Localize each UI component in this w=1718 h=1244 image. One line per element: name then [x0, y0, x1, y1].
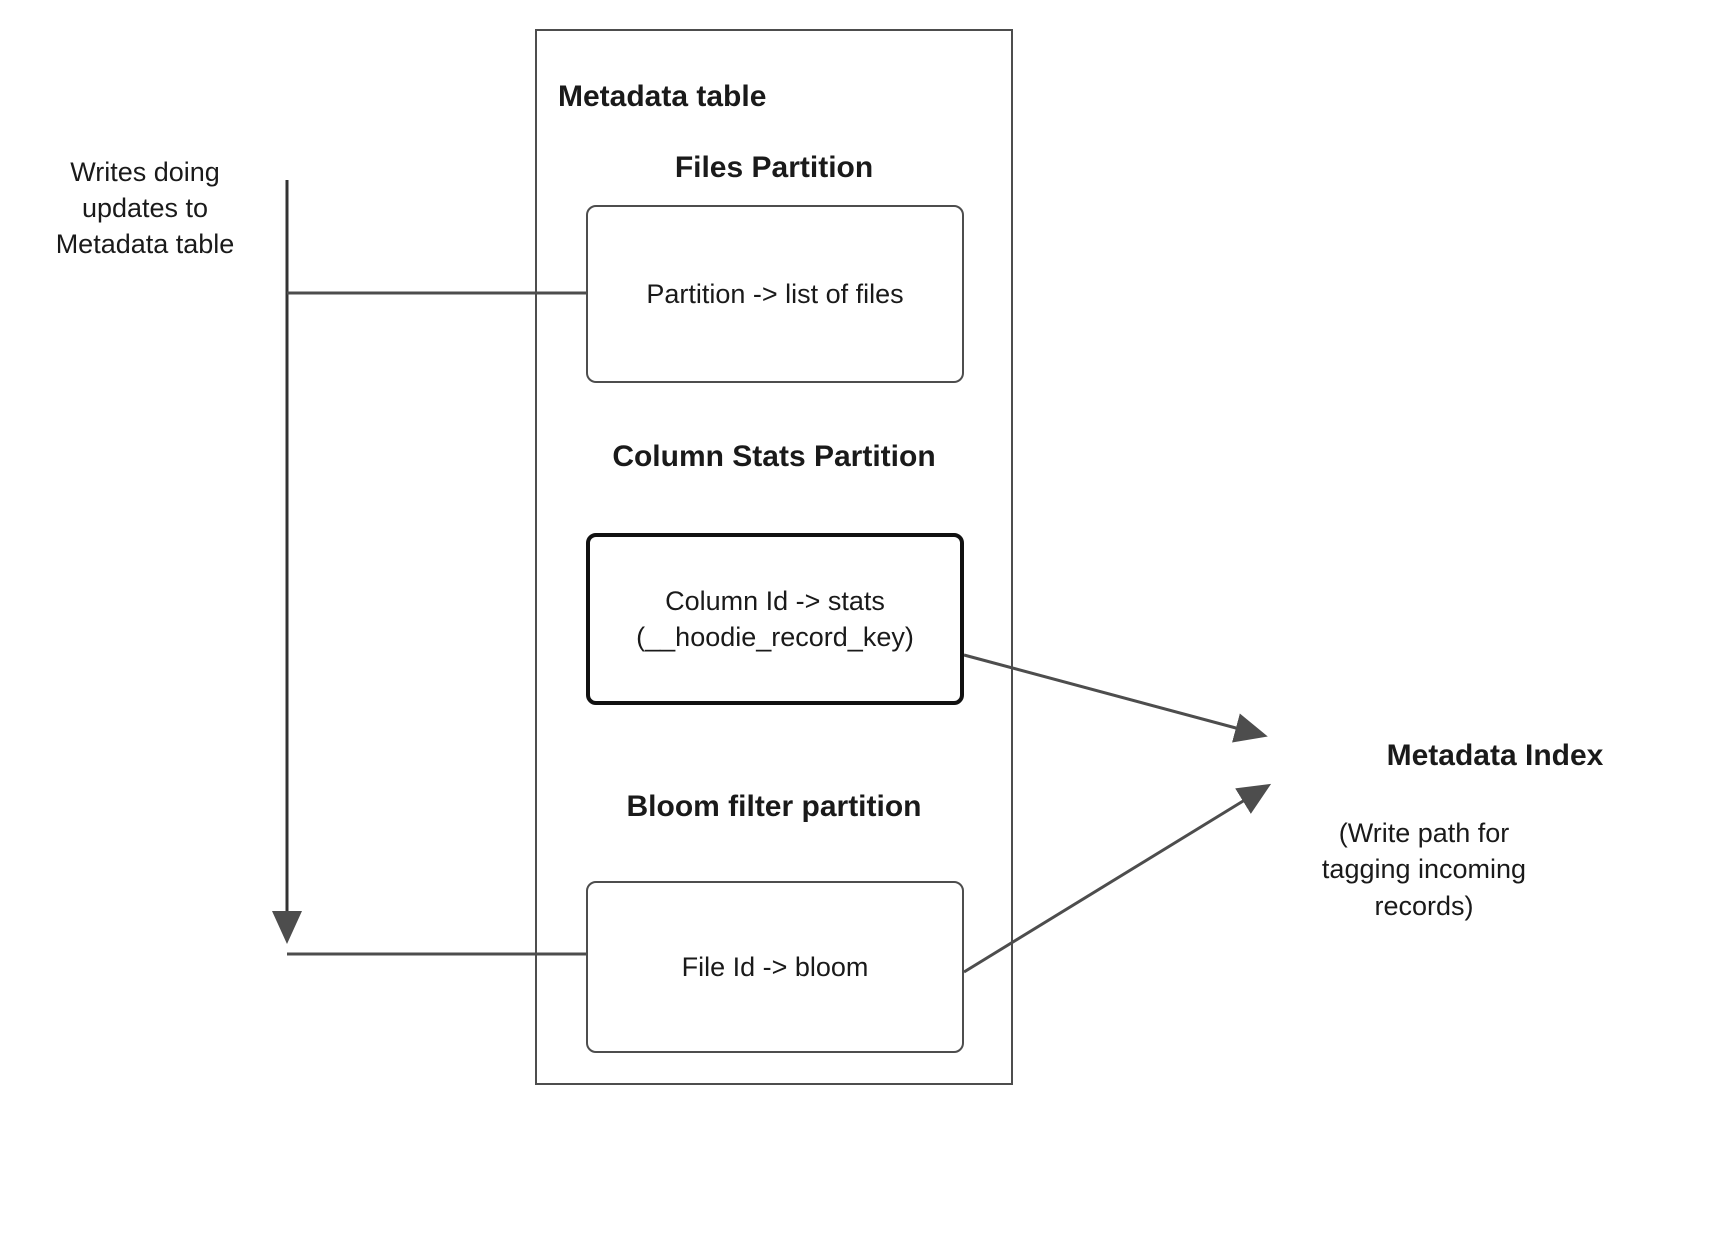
metadata-table-title: Metadata table — [558, 80, 767, 113]
column-stats-partition-heading: Column Stats Partition — [612, 440, 936, 473]
metadata-index-title: Metadata Index — [1386, 739, 1604, 772]
writes-note-label: Writes doing updates to Metadata table — [55, 157, 235, 259]
metadata-table-container — [535, 29, 1013, 1085]
metadata-index-subtitle: (Write path for tagging incoming records… — [1321, 818, 1527, 921]
bloom-filter-partition-box: File Id -> bloom — [586, 881, 964, 1053]
bloom-filter-partition-heading: Bloom filter partition — [626, 790, 922, 823]
files-partition-heading: Files Partition — [674, 151, 874, 184]
files-partition-box: Partition -> list of files — [586, 205, 964, 383]
column-stats-partition-box: Column Id -> stats (__hoodie_record_key) — [586, 533, 964, 705]
